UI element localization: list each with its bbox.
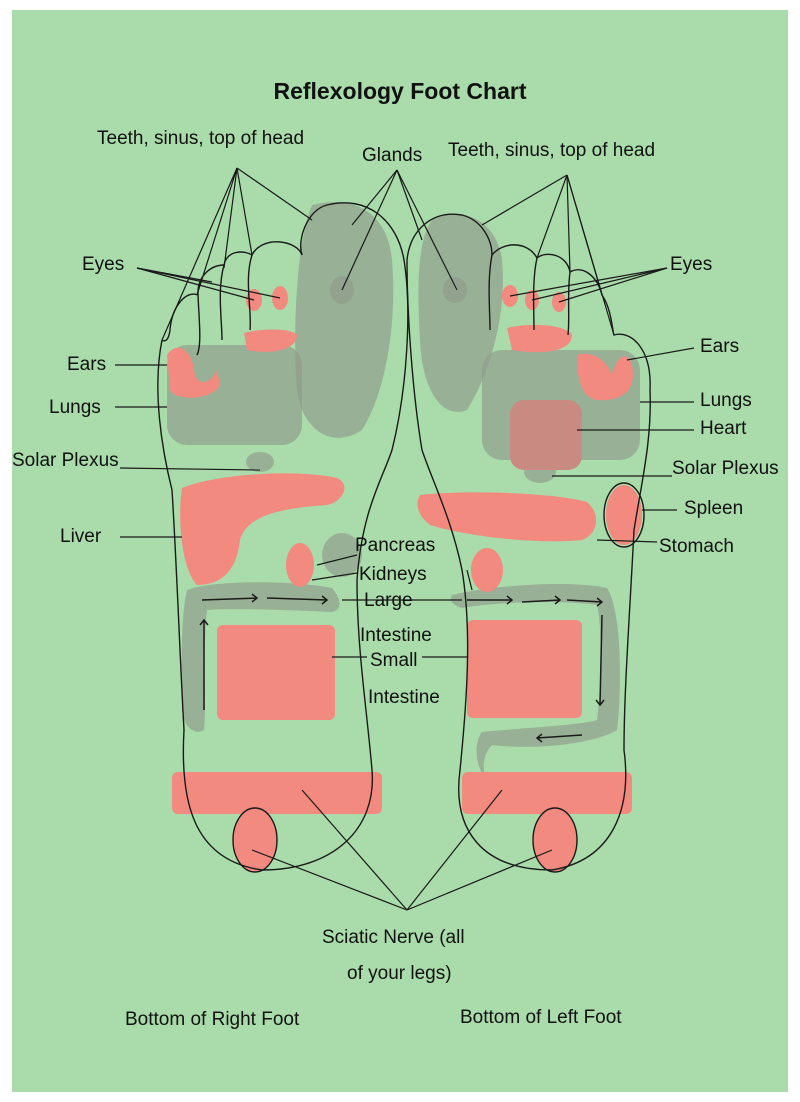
label-intestine-small: Intestine	[368, 687, 440, 709]
label-liver: Liver	[60, 526, 101, 548]
left-foot-kidney	[471, 548, 503, 592]
label-lungs-right: Lungs	[49, 397, 101, 419]
right-foot-small-intestine	[217, 625, 335, 720]
left-foot-small-intestine	[467, 620, 582, 718]
label-bottom-left-foot: Bottom of Left Foot	[460, 1007, 622, 1029]
label-sciatic-1: Sciatic Nerve (all	[322, 927, 465, 949]
label-teeth-left: Teeth, sinus, top of head	[448, 140, 655, 162]
label-sciatic-2: of your legs)	[347, 963, 452, 985]
right-foot-solar-plexus-zone	[246, 452, 274, 472]
reflexology-chart: Reflexology Foot Chart Teeth, sinus, top…	[12, 10, 788, 1092]
label-heart: Heart	[700, 418, 746, 440]
label-solar-plexus-right: Solar Plexus	[12, 450, 119, 472]
label-ears-right: Ears	[67, 354, 106, 376]
left-foot-stomach	[417, 492, 596, 541]
left-foot-heart	[510, 400, 582, 470]
label-stomach: Stomach	[659, 536, 734, 558]
right-foot-heel-band	[172, 772, 382, 814]
label-lungs-left: Lungs	[700, 390, 752, 412]
label-large: Large	[364, 590, 413, 612]
label-kidneys: Kidneys	[359, 564, 427, 586]
label-ears-left: Ears	[700, 336, 739, 358]
label-solar-plexus-left: Solar Plexus	[672, 458, 779, 480]
label-pancreas: Pancreas	[355, 535, 435, 557]
right-foot-pancreas	[286, 543, 314, 587]
right-foot-liver	[180, 473, 344, 585]
label-eyes-right: Eyes	[82, 254, 124, 276]
label-spleen: Spleen	[684, 498, 743, 520]
right-foot-big-toe-zone	[295, 202, 393, 438]
label-bottom-right-foot: Bottom of Right Foot	[125, 1009, 299, 1031]
left-foot-ear-zone	[507, 325, 572, 352]
label-teeth-right: Teeth, sinus, top of head	[97, 128, 304, 150]
left-foot	[407, 214, 650, 872]
label-glands: Glands	[362, 145, 422, 167]
label-small: Small	[370, 650, 418, 672]
label-intestine-large: Intestine	[360, 625, 432, 647]
chart-title: Reflexology Foot Chart	[12, 78, 788, 105]
label-eyes-left: Eyes	[670, 254, 712, 276]
left-foot-gland-dot	[443, 277, 467, 303]
